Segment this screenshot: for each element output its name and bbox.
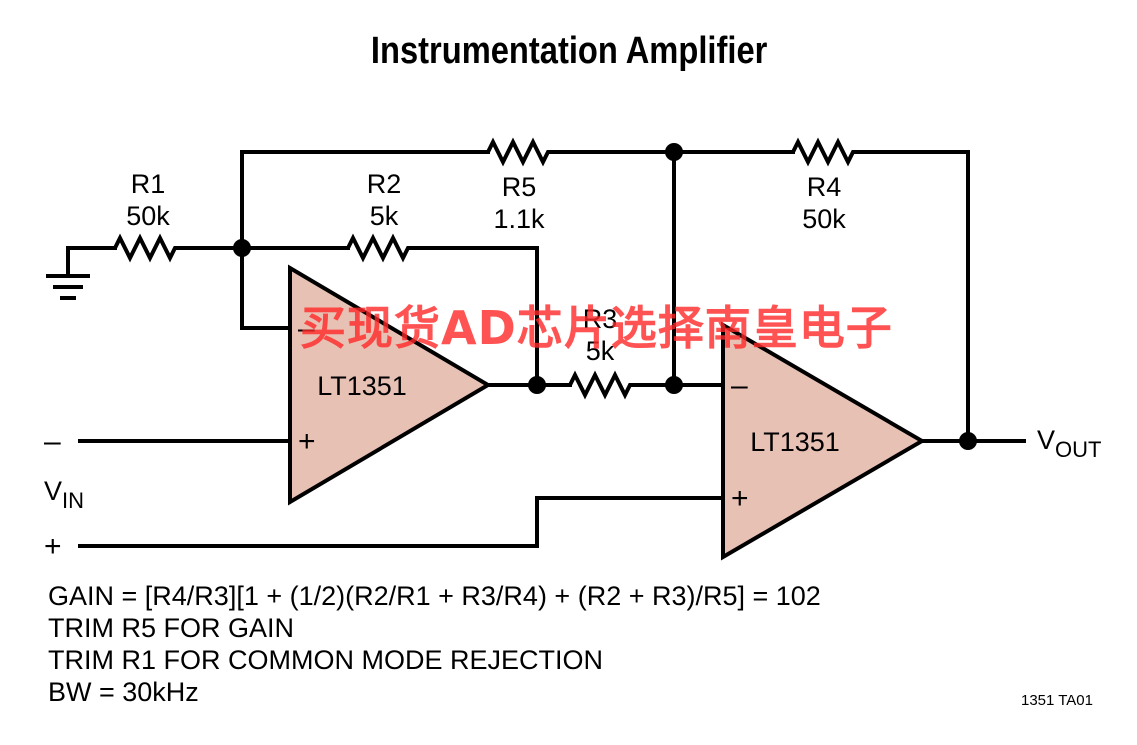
vout-label: VOUT (1037, 425, 1101, 462)
figure-id: 1351 TA01 (1020, 692, 1093, 709)
r2-name: R2 (367, 169, 402, 199)
r3-name: R3 (583, 304, 618, 334)
r4-name: R4 (807, 172, 842, 202)
u1-part-label: LT1351 (317, 371, 407, 401)
vin-minus-terminal: – (44, 425, 61, 458)
r4-value: 50k (802, 204, 846, 234)
u2-noninverting-pin: + (731, 482, 749, 515)
r1-name: R1 (131, 169, 166, 199)
vout-subscript: OUT (1055, 437, 1101, 462)
r5-value: 1.1k (493, 204, 545, 234)
wires (66, 150, 1026, 548)
trim-r5-note: TRIM R5 FOR GAIN (48, 613, 295, 643)
junction-dot (233, 239, 251, 257)
r2-value: 5k (370, 201, 399, 231)
diagram-title: Instrumentation Amplifier (370, 30, 768, 72)
resistor-r5 (486, 137, 550, 167)
u2-part-label: LT1351 (750, 427, 840, 457)
resistor-r4 (791, 137, 855, 167)
junction-dot (959, 432, 977, 450)
r1-value: 50k (126, 201, 170, 231)
opamp-u2 (721, 321, 926, 561)
ground-symbol (46, 246, 90, 300)
vin-subscript: IN (62, 488, 84, 513)
resistor-r2 (346, 233, 412, 263)
design-notes: GAIN = [R4/R3][1 + (1/2)(R2/R1 + R3/R4) … (48, 580, 821, 708)
r5-name: R5 (502, 172, 537, 202)
vin-label: VIN (44, 476, 84, 513)
resistor-r3 (568, 370, 632, 400)
vout-main: V (1037, 425, 1055, 455)
junction-dot (528, 376, 546, 394)
bandwidth-note: BW = 30kHz (48, 677, 199, 707)
vin-main: V (44, 476, 62, 506)
trim-r1-note: TRIM R1 FOR COMMON MODE REJECTION (48, 645, 603, 675)
u1-inverting-pin: – (298, 312, 315, 345)
gain-equation: GAIN = [R4/R3][1 + (1/2)(R2/R1 + R3/R4) … (48, 581, 821, 611)
vin-plus-terminal: + (44, 530, 62, 563)
junction-dot (665, 376, 683, 394)
r3-value: 5k (586, 336, 615, 366)
resistor-r1 (113, 233, 180, 263)
u2-inverting-pin: – (731, 369, 748, 402)
u1-noninverting-pin: + (298, 425, 316, 458)
junction-dot (665, 143, 683, 161)
opamp-u1 (288, 264, 492, 506)
